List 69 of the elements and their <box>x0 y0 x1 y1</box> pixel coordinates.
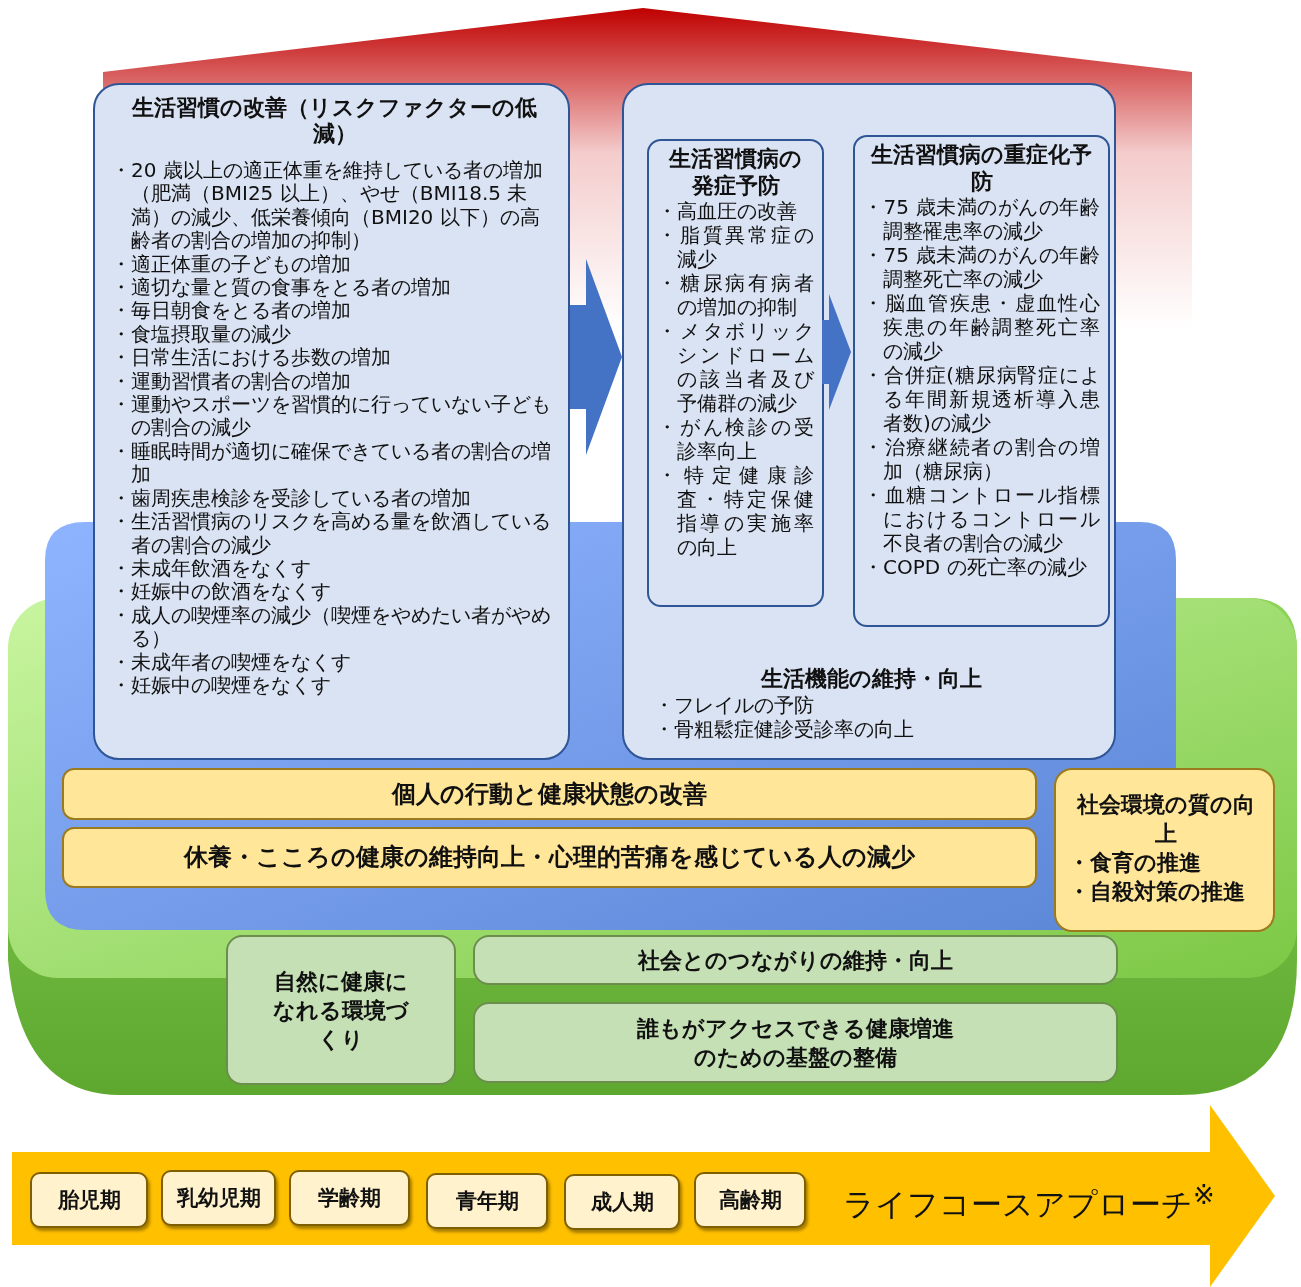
list-item: ・未成年飲酒をなくす <box>111 556 312 581</box>
goal-panel <box>622 83 1116 760</box>
list-item: ・がん検診の受診率向上 <box>657 415 814 463</box>
stage-label: 乳幼児期 <box>176 1184 261 1212</box>
goal-card <box>853 135 1110 627</box>
list-item: ・メタボリックシンドロームの該当者及び予備群の減少 <box>657 319 814 415</box>
list-item: ・治療継続者の割合の増加（糖尿病） <box>863 435 1100 483</box>
list-item: ・運動習慣者の割合の増加 <box>111 369 352 394</box>
list-item: ・日常生活における歩数の増加 <box>111 346 392 370</box>
list-item: ・食塩摂取量の減少 <box>111 322 292 347</box>
environment-box <box>226 935 456 1085</box>
heading: 生活習慣病の重症化予防 <box>869 141 1093 195</box>
list-item: ・歯周疾患検診を受診している者の増加 <box>111 486 472 511</box>
list-item: ・75 歳未満のがんの年齢調整死亡率の減少 <box>863 243 1100 291</box>
stage-label: 成人期 <box>590 1188 654 1216</box>
list-item: ・脳血管疾患・虚血性心疾患の年齢調整死亡率の減少 <box>863 291 1100 363</box>
life-course-label: ライフコースアプローチ$^{※}$ <box>843 1179 1215 1223</box>
list-item: ・適正体重の子どもの増加 <box>111 252 352 277</box>
list-item: ・食育の推進 <box>1068 849 1202 877</box>
list-item: ・COPD の死亡率の減少 <box>863 555 1088 579</box>
heading: 社会環境の質の向上 <box>1075 791 1256 848</box>
goal-card <box>1054 768 1275 932</box>
life-stage-box <box>694 1172 806 1228</box>
list-item: ・睡眠時間が適切に確保できている者の割合の増加 <box>111 439 552 487</box>
list-item: ・成人の喫煙率の減少（喫煙をやめたい者がやめる） <box>111 603 552 651</box>
stage-label: 高齢期 <box>718 1186 782 1214</box>
list-item: ・骨粗鬆症健診受診率の向上 <box>654 717 915 741</box>
life-course-arrow <box>12 1105 1275 1287</box>
list-item: ・血糖コントロール指標におけるコントロール不良者の割合の減少 <box>863 483 1100 555</box>
list-item: ・妊娠中の飲酒をなくす <box>111 580 332 604</box>
list-item: ・毎日朝食をとる者の増加 <box>111 299 352 323</box>
box-label: 誰もがアクセスできる健康増進のための基盤の整備 <box>636 1014 955 1072</box>
box-label: 社会とのつながりの維持・向上 <box>638 946 953 975</box>
stage-label: 青年期 <box>455 1187 519 1215</box>
list-item: ・未成年者の喫煙をなくす <box>111 650 352 674</box>
goal-bar <box>62 827 1037 888</box>
list-item: ・糖尿病有病者の増加の抑制 <box>657 271 814 319</box>
list-item: ・高血圧の改善 <box>657 199 798 223</box>
heading: 生活機能の維持・向上 <box>759 665 983 693</box>
heading: 生活習慣病の発症予防 <box>667 145 803 199</box>
environment-box <box>473 935 1118 985</box>
stage-label: 学齢期 <box>318 1184 381 1212</box>
goal-panel <box>93 83 570 760</box>
block-arrow <box>570 259 622 455</box>
list-item: ・フレイルの予防 <box>654 693 815 717</box>
list-item: ・運動やスポーツを習慣的に行っていない子どもの割合の減少 <box>111 393 552 440</box>
box-label: 休養・こころの健康の維持向上・心理的苦痛を感じている人の減少 <box>184 843 915 872</box>
list-item: ・自殺対策の推進 <box>1068 878 1246 906</box>
list-item: ・適切な量と質の食事をとる者の増加 <box>111 276 452 300</box>
life-stage-box <box>30 1172 148 1228</box>
environment-box <box>473 1002 1118 1083</box>
heading: 生活習慣の改善（リスクファクターの低減） <box>130 95 538 147</box>
box-label: 個人の行動と健康状態の改善 <box>392 779 707 809</box>
goal-card <box>647 139 824 607</box>
block-arrow <box>822 294 851 410</box>
goal-bar <box>62 768 1037 820</box>
life-stage-box <box>426 1173 548 1229</box>
list-item: ・妊娠中の喫煙をなくす <box>111 673 331 698</box>
life-stage-box <box>289 1170 410 1226</box>
list-item: ・脂質異常症の減少 <box>657 223 814 271</box>
list-item: ・合併症(糖尿病腎症による年間新規透析導入患者数)の減少 <box>863 363 1100 435</box>
stage-label: 胎児期 <box>57 1186 121 1214</box>
life-stage-box <box>161 1170 276 1226</box>
list-item: ・20 歳以上の適正体重を維持している者の増加（肥満（BMI25 以上）、やせ（BMI18.5 未満）の減少、低栄養傾向（BMI20 以下）の高齢者の割合の増加の抑制） <box>111 159 544 253</box>
list-item: ・生活習慣病のリスクを高める量を飲酒している者の割合の減少 <box>111 510 552 557</box>
box-label: 自然に健康になれる環境づくり <box>272 967 410 1054</box>
life-stage-box <box>564 1174 680 1230</box>
list-item: ・特定健康診査・特定保健指導の実施率の向上 <box>657 463 814 559</box>
list-item: ・75 歳未満のがんの年齢調整罹患率の減少 <box>863 195 1100 243</box>
